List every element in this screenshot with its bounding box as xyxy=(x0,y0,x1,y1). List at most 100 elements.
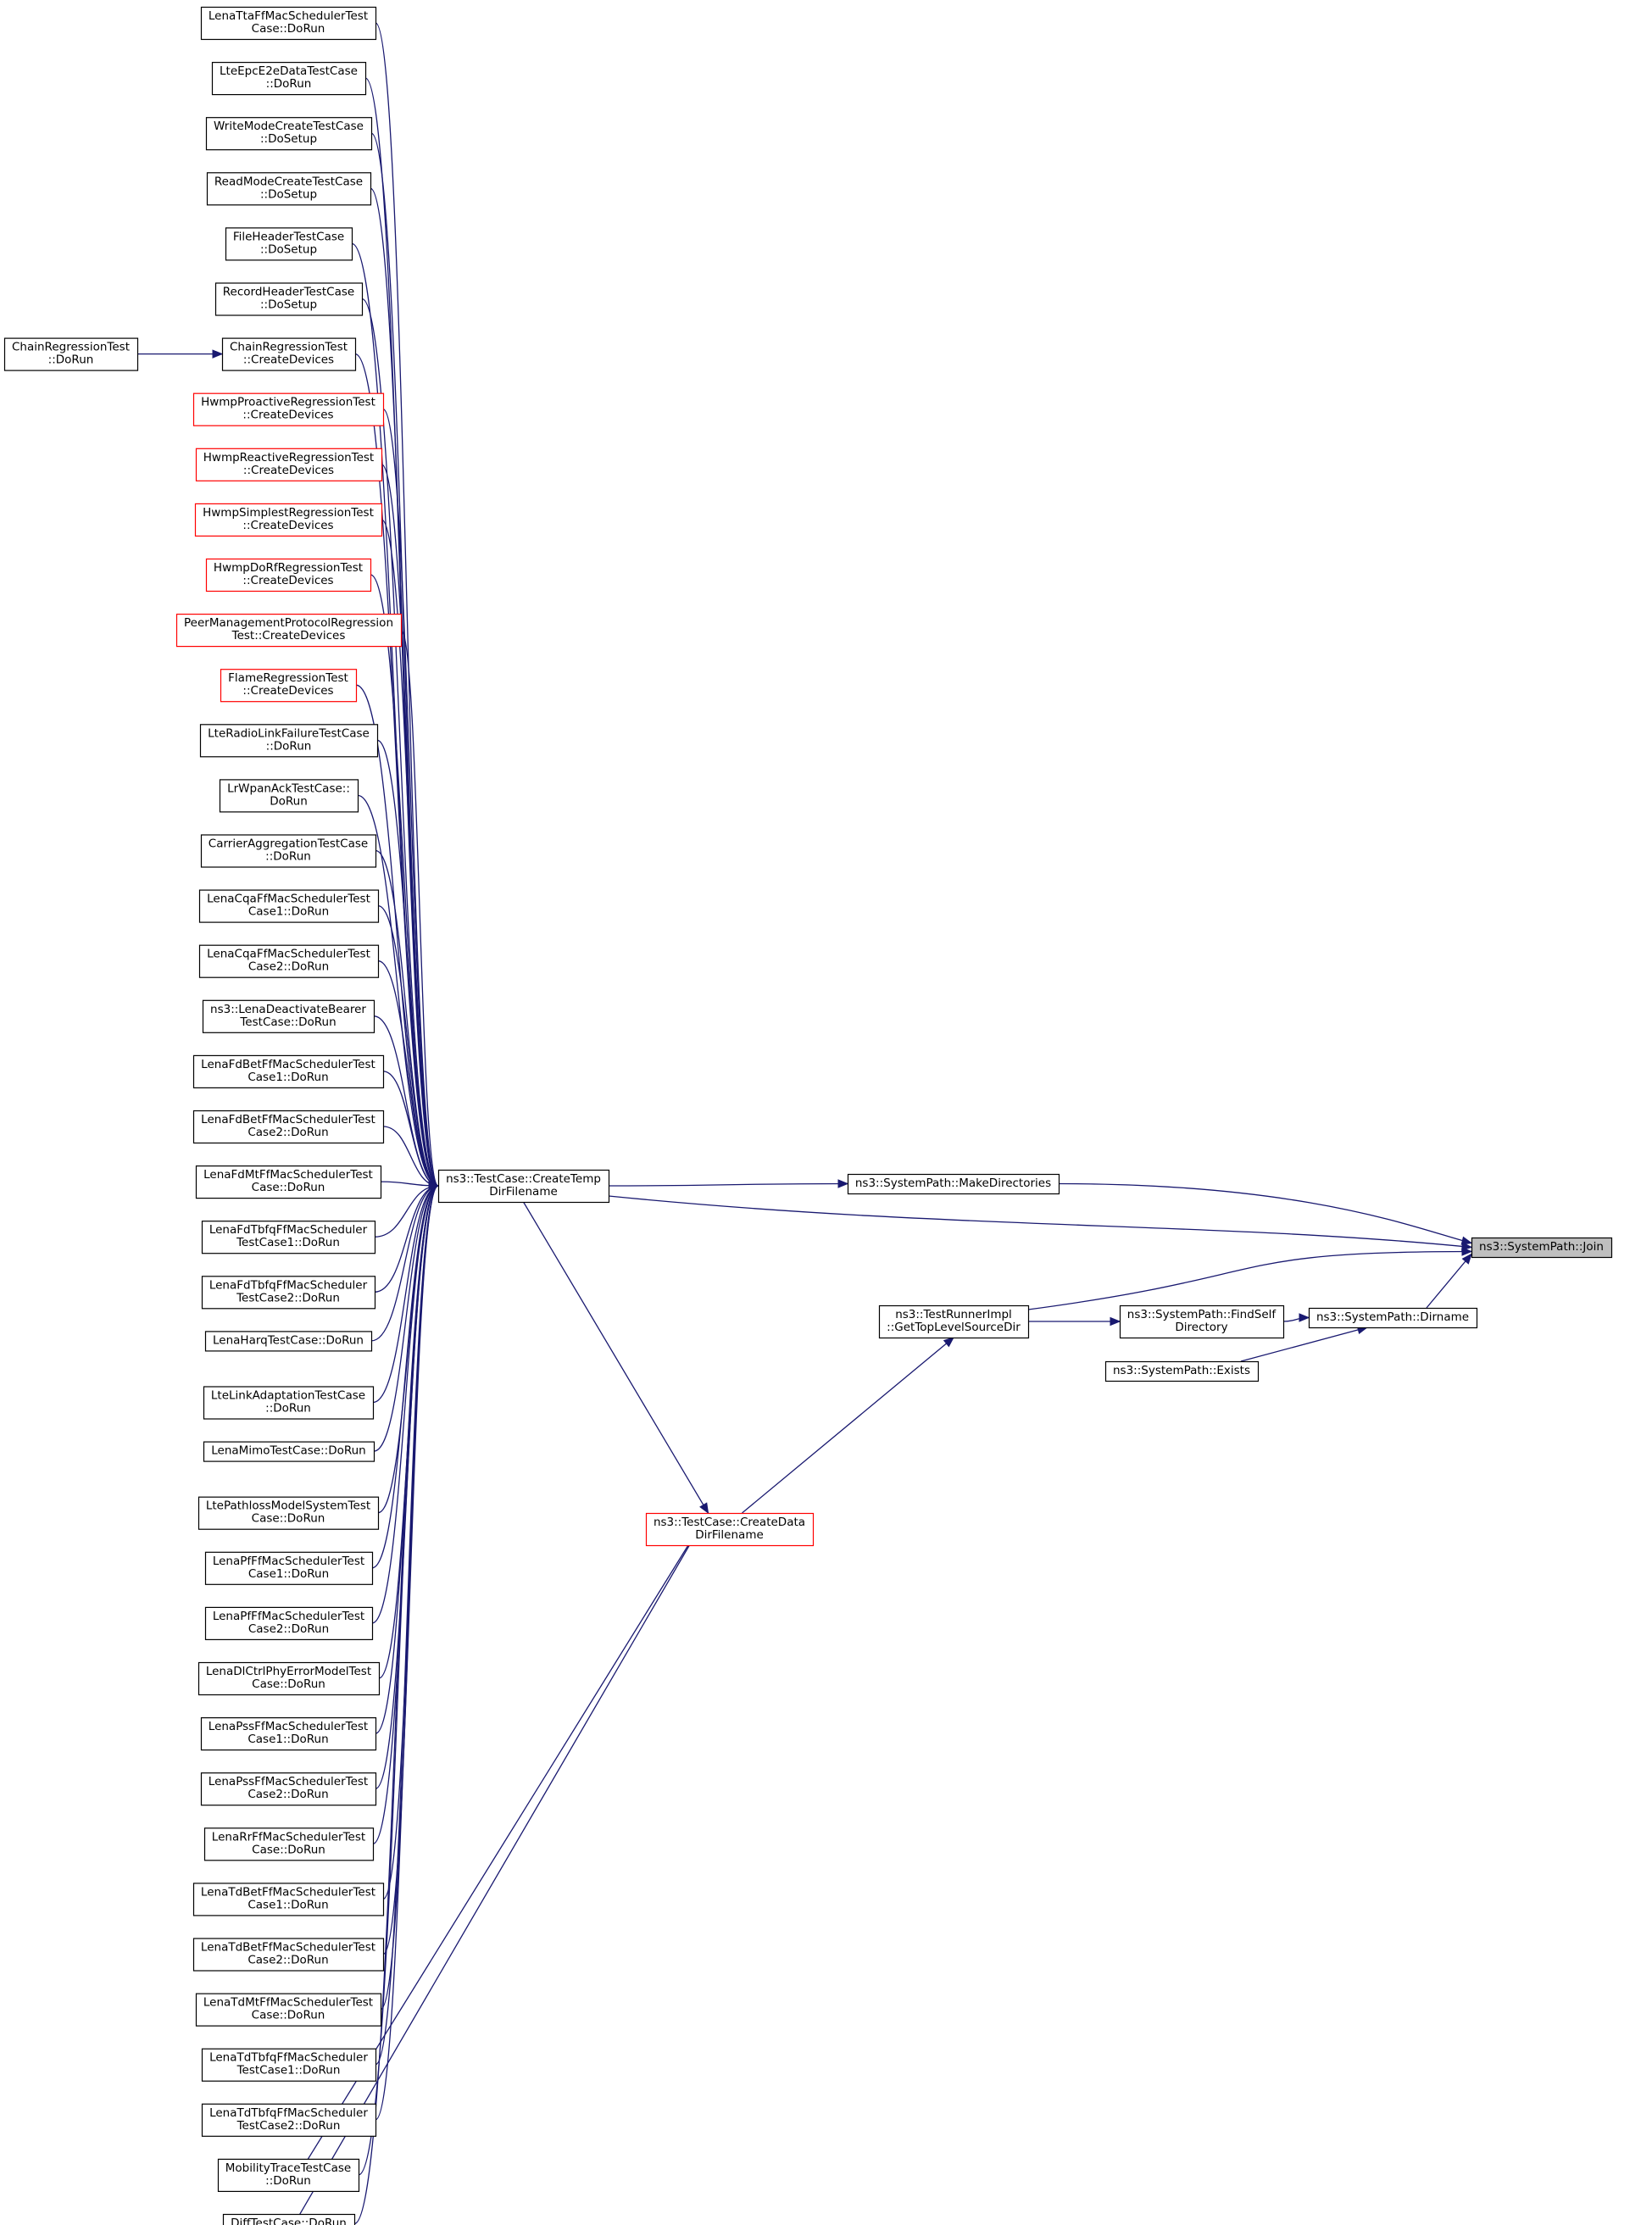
node-fileheader[interactable]: FileHeaderTestCase::DoSetup xyxy=(225,227,353,261)
node-join[interactable]: ns3::SystemPath::Join xyxy=(1471,1237,1613,1259)
node-hwmpdorf[interactable]: HwmpDoRfRegressionTest::CreateDevices xyxy=(205,558,372,592)
node-box xyxy=(192,392,385,426)
node-label: LenaFdTbfqFfMacScheduler xyxy=(209,1278,368,1292)
node-lenaharq[interactable]: LenaHarqTestCase::DoRun xyxy=(204,1331,373,1352)
node-chainreg-create[interactable]: ChainRegressionTest::CreateDevices xyxy=(221,337,357,371)
node-label: LenaTdTbfqFfMacScheduler xyxy=(209,2106,368,2120)
edge-lenatdtbfq1-to-createtemp xyxy=(375,1185,439,2066)
nodes-layer: LenaTtaFfMacSchedulerTestCase::DoRunLteE… xyxy=(3,6,1613,2225)
node-hwmpsimplest[interactable]: HwmpSimplestRegressionTest::CreateDevice… xyxy=(194,503,383,537)
node-readmode[interactable]: ReadModeCreateTestCase::DoSetup xyxy=(206,172,372,206)
node-label: LenaTtaFfMacSchedulerTest xyxy=(209,9,368,23)
edge-recordheader-to-createtemp xyxy=(361,298,439,1187)
node-box xyxy=(203,1386,375,1420)
node-label: PeerManagementProtocolRegression xyxy=(184,616,393,630)
node-carrieragg[interactable]: CarrierAggregationTestCase::DoRun xyxy=(200,834,377,868)
edge-createtemp-to-createdata xyxy=(522,1201,709,1514)
node-label: Directory xyxy=(1175,1321,1227,1334)
node-lenamimo[interactable]: LenaMimoTestCase::DoRun xyxy=(203,1441,375,1462)
node-label: ::CreateDevices xyxy=(242,519,333,532)
node-label: LenaFdBetFfMacSchedulerTest xyxy=(201,1113,375,1126)
node-ltelinkadapt[interactable]: LteLinkAdaptationTestCase::DoRun xyxy=(203,1386,375,1420)
node-lteepc[interactable]: LteEpcE2eDataTestCase::DoRun xyxy=(211,61,367,96)
node-label: Case1::DoRun xyxy=(248,1071,328,1084)
node-label: ::DoRun xyxy=(265,2174,311,2188)
node-dirname[interactable]: ns3::SystemPath::Dirname xyxy=(1308,1307,1478,1329)
node-label: TestCase::DoRun xyxy=(239,1015,336,1029)
node-hwmpreactive[interactable]: HwmpReactiveRegressionTest::CreateDevice… xyxy=(195,448,383,481)
node-label: ::DoSetup xyxy=(260,298,317,312)
edge-arrowhead xyxy=(943,1337,955,1348)
node-chainreg-run[interactable]: ChainRegressionTest::DoRun xyxy=(3,337,139,371)
node-label: TestCase1::DoRun xyxy=(236,2064,341,2078)
node-box xyxy=(206,172,372,206)
edge-makedirs-to-join xyxy=(1058,1182,1472,1244)
node-label: DoRun xyxy=(270,794,308,808)
edge-hwmpproactive-to-createtemp xyxy=(382,409,439,1187)
node-box xyxy=(220,669,358,703)
node-label: LenaDlCtrlPhyErrorModelTest xyxy=(206,1665,371,1678)
edge-peermgmt-to-createtemp xyxy=(400,629,439,1187)
node-difftest[interactable]: DiffTestCase::DoRun xyxy=(222,2213,356,2225)
node-box xyxy=(198,889,380,923)
node-label: ns3::TestRunnerImpl xyxy=(895,1308,1012,1321)
node-box xyxy=(645,1512,815,1547)
node-lrwpanack[interactable]: LrWpanAckTestCase::DoRun xyxy=(219,779,359,813)
node-box xyxy=(175,613,403,648)
edge-arrowhead xyxy=(837,1179,849,1188)
node-label: LenaTdBetFfMacSchedulerTest xyxy=(201,1885,375,1899)
node-mobility[interactable]: MobilityTraceTestCase::DoRun xyxy=(217,2158,360,2192)
node-box xyxy=(194,503,383,537)
node-lteradiolink[interactable]: LteRadioLinkFailureTestCase::DoRun xyxy=(199,724,379,758)
node-box xyxy=(195,1993,382,2027)
edge-arrowhead xyxy=(1299,1313,1310,1322)
node-label: ns3::TestCase::CreateData xyxy=(654,1516,805,1529)
node-label: Case2::DoRun xyxy=(248,960,329,974)
node-flame[interactable]: FlameRegressionTest::CreateDevices xyxy=(220,669,358,703)
node-label: HwmpProactiveRegressionTest xyxy=(201,396,375,409)
node-gettoplevel[interactable]: ns3::TestRunnerImpl::GetTopLevelSourceDi… xyxy=(878,1304,1030,1339)
node-box xyxy=(192,1054,385,1089)
node-writemode[interactable]: WriteModeCreateTestCase::DoSetup xyxy=(205,117,373,151)
node-label: ::CreateDevices xyxy=(243,464,334,477)
node-peermgmt[interactable]: PeerManagementProtocolRegressionTest::Cr… xyxy=(175,613,403,648)
node-box xyxy=(201,2103,377,2137)
edge-createtemp-to-join xyxy=(608,1195,1472,1249)
edge-arrowhead xyxy=(1460,1236,1473,1245)
node-hwmpproactive[interactable]: HwmpProactiveRegressionTest::CreateDevic… xyxy=(192,392,385,426)
node-label: ns3::SystemPath::Exists xyxy=(1113,1364,1250,1377)
node-label: LenaRrFfMacSchedulerTest xyxy=(212,1830,365,1844)
node-makedirs[interactable]: ns3::SystemPath::MakeDirectories xyxy=(847,1173,1060,1195)
node-exists[interactable]: ns3::SystemPath::Exists xyxy=(1104,1360,1260,1382)
node-box xyxy=(1308,1307,1478,1329)
node-label: LenaFdBetFfMacSchedulerTest xyxy=(201,1058,375,1071)
node-label: Case::DoRun xyxy=(252,2009,325,2022)
node-recordheader[interactable]: RecordHeaderTestCase::DoSetup xyxy=(214,282,364,316)
edge-lenamimo-to-createtemp xyxy=(373,1185,439,1452)
